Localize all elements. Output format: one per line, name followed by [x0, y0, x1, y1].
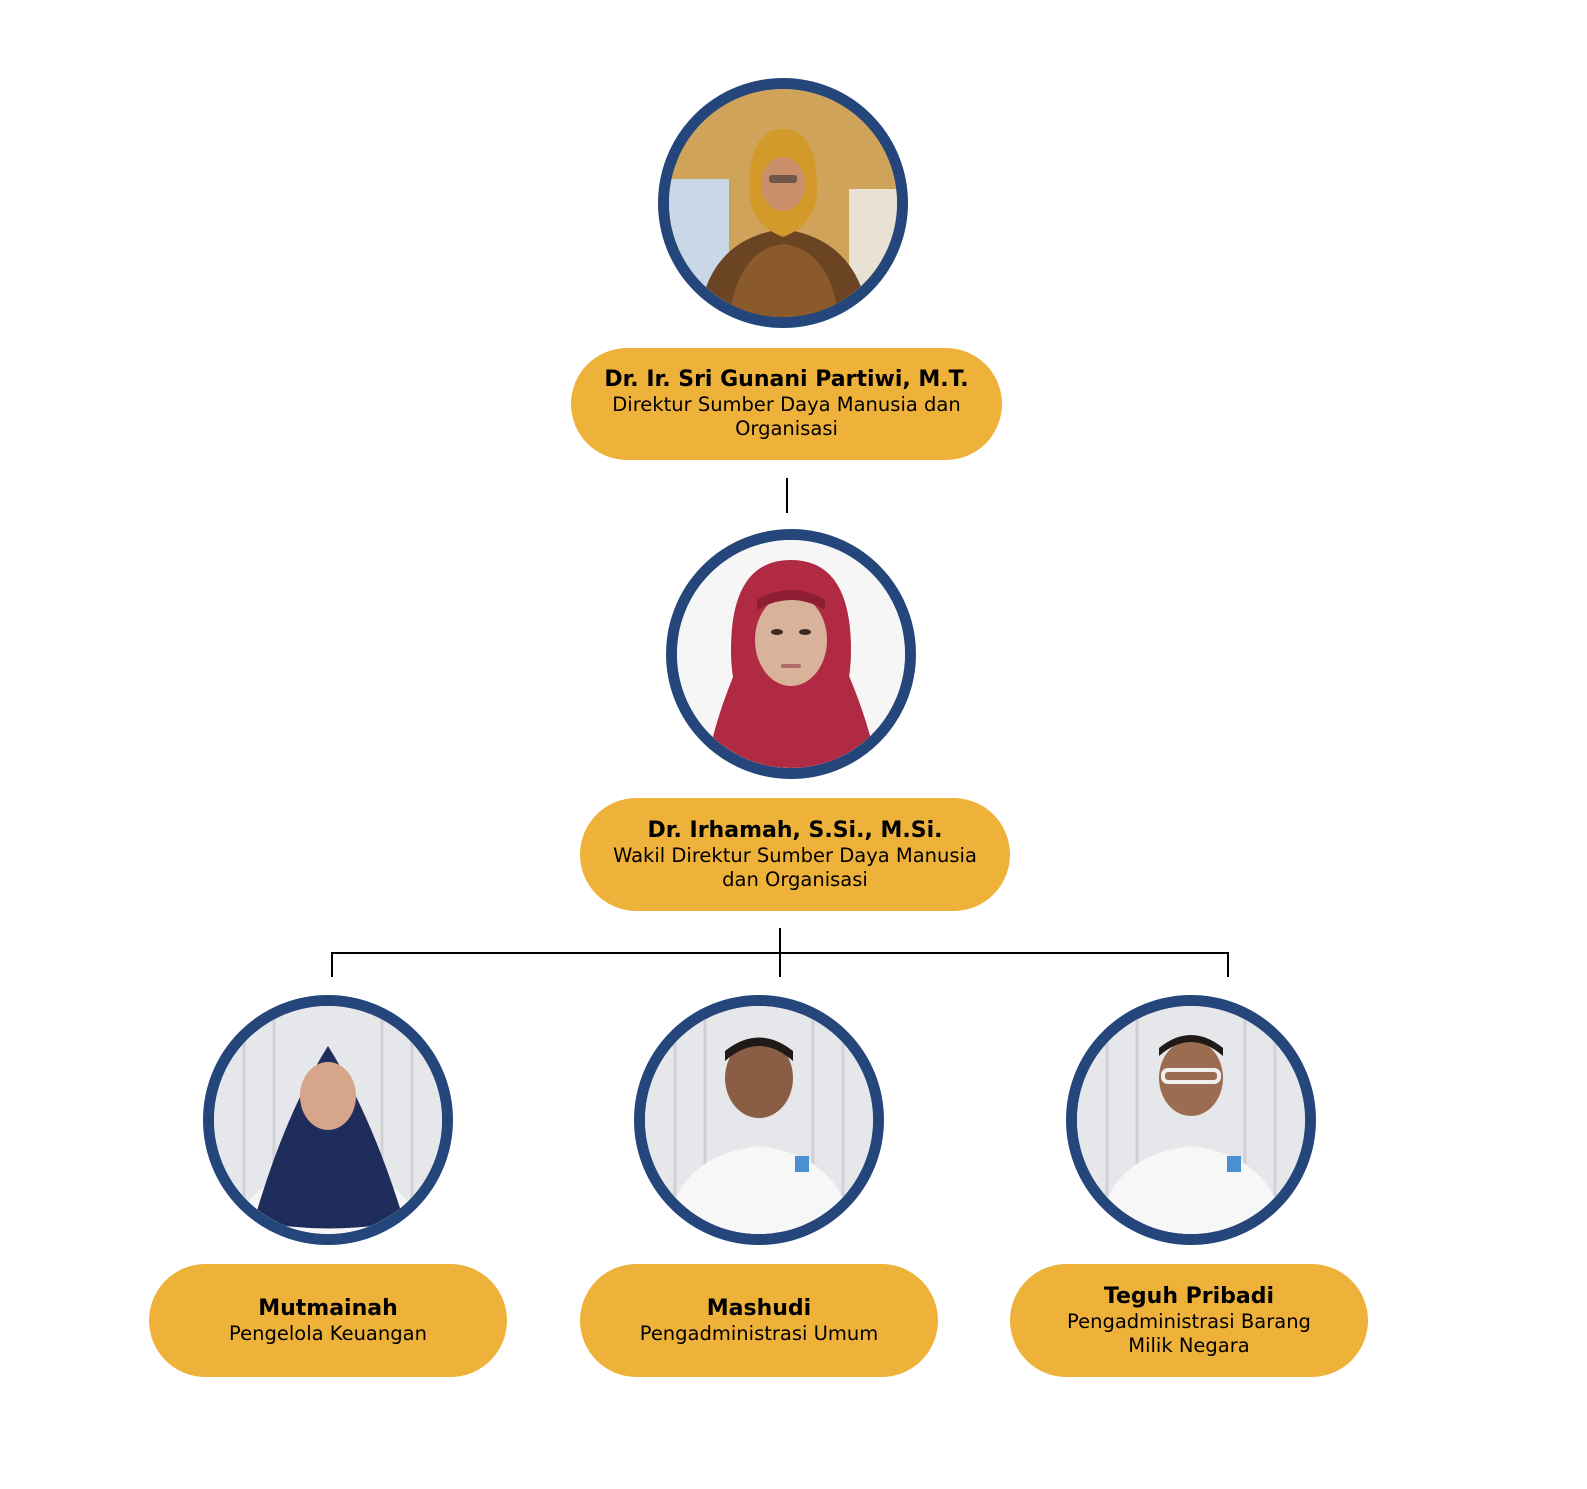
director-role-line-1: Direktur Sumber Daya Manusia dan	[612, 393, 961, 416]
connector-director-vice	[786, 478, 788, 513]
director-role-line-2: Organisasi	[735, 417, 838, 440]
director-portrait-image	[669, 89, 897, 317]
staff-role-line-1: Pengadministrasi Umum	[639, 1321, 879, 1345]
vice-director-card: Dr. Irhamah, S.Si., M.Si. Wakil Direktur…	[580, 798, 1010, 911]
connector-staff-left	[331, 952, 333, 977]
staff-photo-mutmainah	[203, 995, 453, 1245]
staff-role-line-1: Pengelola Keuangan	[229, 1321, 427, 1345]
staff-card-mashudi: Mashudi Pengadministrasi Umum	[580, 1264, 938, 1377]
staff-portrait-image	[645, 1006, 873, 1234]
vice-director-photo	[666, 529, 916, 779]
vice-director-portrait-image	[677, 540, 905, 768]
director-card: Dr. Ir. Sri Gunani Partiwi, M.T. Direktu…	[571, 348, 1002, 460]
staff-name: Teguh Pribadi	[1103, 1283, 1275, 1309]
staff-card-teguh-pribadi: Teguh Pribadi Pengadministrasi Barang Mi…	[1010, 1264, 1368, 1377]
staff-name: Mutmainah	[258, 1295, 398, 1321]
staff-photo-mashudi	[634, 995, 884, 1245]
staff-name: Mashudi	[706, 1295, 812, 1321]
staff-role-line-2: Milik Negara	[1128, 1333, 1250, 1357]
connector-horizontal-bar	[331, 952, 1229, 954]
staff-card-mutmainah: Mutmainah Pengelola Keuangan	[149, 1264, 507, 1377]
staff-portrait-image	[214, 1006, 442, 1234]
vice-director-role-line-1: Wakil Direktur Sumber Daya Manusia	[613, 843, 977, 867]
director-photo	[658, 78, 908, 328]
staff-role-line-1: Pengadministrasi Barang	[1067, 1309, 1311, 1333]
director-name: Dr. Ir. Sri Gunani Partiwi, M.T.	[604, 367, 969, 392]
staff-portrait-image	[1077, 1006, 1305, 1234]
staff-photo-teguh-pribadi	[1066, 995, 1316, 1245]
connector-staff-right	[1227, 952, 1229, 977]
vice-director-role-line-2: dan Organisasi	[722, 867, 868, 891]
vice-director-name: Dr. Irhamah, S.Si., M.Si.	[647, 817, 943, 843]
